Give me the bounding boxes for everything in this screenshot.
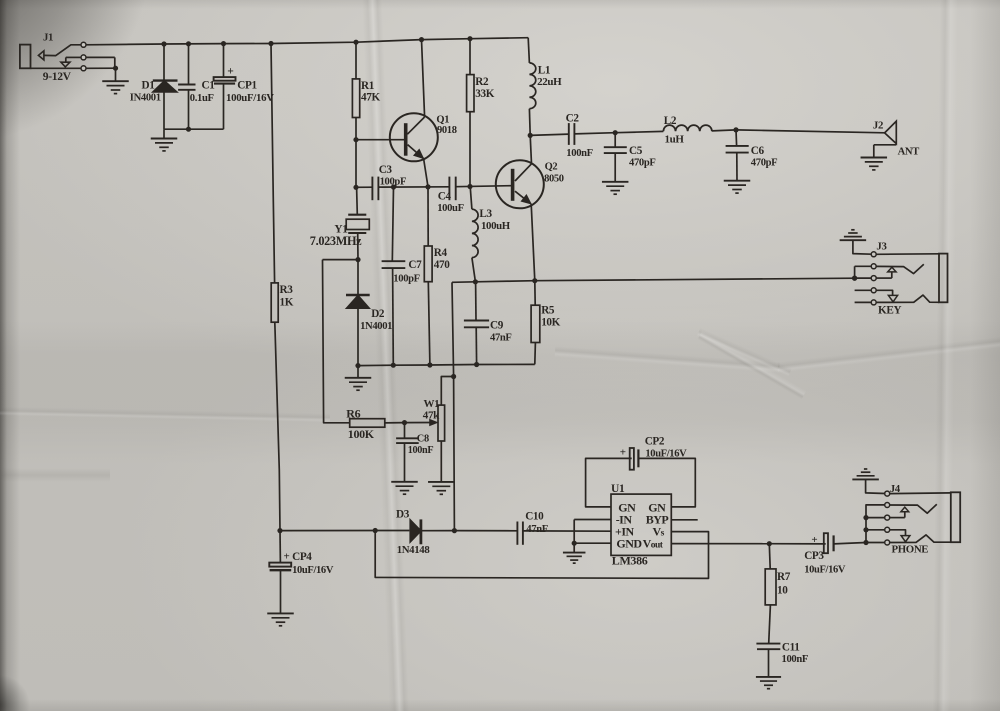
svg-text:J4: J4	[890, 483, 901, 495]
svg-text:GN: GN	[648, 500, 666, 514]
svg-text:Q1: Q1	[436, 114, 449, 125]
svg-text:L2: L2	[664, 115, 677, 127]
svg-text:C7: C7	[408, 259, 422, 271]
svg-text:47nF: 47nF	[490, 333, 512, 344]
svg-text:R4: R4	[434, 247, 448, 259]
svg-text:+: +	[284, 551, 290, 563]
svg-text:R2: R2	[475, 76, 489, 88]
svg-text:R3: R3	[280, 284, 294, 296]
svg-text:100uH: 100uH	[481, 220, 511, 232]
svg-text:100pF: 100pF	[380, 177, 407, 188]
svg-text:0.1uF: 0.1uF	[190, 93, 214, 104]
svg-text:BYP: BYP	[646, 513, 669, 527]
svg-text:470pF: 470pF	[751, 158, 778, 169]
svg-text:R1: R1	[361, 80, 375, 92]
svg-text:C8: C8	[417, 434, 429, 445]
svg-text:470pF: 470pF	[629, 158, 656, 169]
svg-text:10: 10	[777, 584, 788, 596]
svg-text:C6: C6	[751, 145, 765, 157]
svg-text:33K: 33K	[475, 88, 494, 100]
svg-text:100uF: 100uF	[437, 203, 464, 214]
svg-text:10uF/16V: 10uF/16V	[292, 565, 334, 576]
svg-text:+: +	[620, 446, 626, 458]
svg-text:Vs: Vs	[653, 525, 665, 539]
svg-text:1N4148: 1N4148	[397, 544, 431, 556]
svg-text:9-12V: 9-12V	[43, 70, 72, 83]
svg-text:Q2: Q2	[545, 162, 558, 173]
svg-text:C4: C4	[438, 190, 452, 202]
svg-text:1N4001: 1N4001	[360, 321, 392, 332]
svg-text:10uF/16V: 10uF/16V	[804, 565, 846, 576]
svg-text:U1: U1	[611, 483, 625, 495]
svg-text:1uH: 1uH	[665, 133, 685, 145]
svg-text:+: +	[811, 534, 817, 546]
svg-text:CP3: CP3	[804, 550, 824, 562]
svg-text:ANT: ANT	[898, 147, 920, 158]
svg-text:9018: 9018	[437, 125, 457, 136]
svg-text:10K: 10K	[541, 317, 560, 329]
svg-text:C5: C5	[629, 145, 643, 157]
svg-text:R5: R5	[541, 305, 555, 317]
svg-text:GN: GN	[618, 500, 636, 514]
svg-text:R6: R6	[346, 407, 360, 421]
svg-text:+: +	[227, 65, 233, 77]
svg-text:C2: C2	[566, 112, 580, 124]
svg-text:Y1: Y1	[334, 224, 348, 236]
svg-text:+IN: +IN	[615, 525, 635, 539]
svg-text:-IN: -IN	[616, 513, 633, 527]
svg-text:D1: D1	[142, 80, 156, 92]
svg-text:47K: 47K	[361, 92, 380, 104]
svg-text:CP4: CP4	[292, 551, 312, 563]
svg-text:C10: C10	[525, 510, 544, 522]
svg-text:D3: D3	[396, 509, 410, 521]
svg-text:J2: J2	[873, 120, 883, 132]
svg-text:J3: J3	[876, 241, 887, 253]
svg-text:J1: J1	[43, 32, 53, 44]
svg-text:KEY: KEY	[878, 304, 901, 316]
svg-text:D2: D2	[371, 308, 385, 320]
svg-text:CP1: CP1	[237, 80, 257, 92]
svg-text:IN4001: IN4001	[130, 92, 161, 103]
svg-text:100nF: 100nF	[566, 148, 593, 159]
svg-text:L1: L1	[538, 64, 551, 76]
svg-text:47k: 47k	[423, 409, 440, 421]
svg-text:LM386: LM386	[612, 553, 648, 567]
svg-text:100uF/16V: 100uF/16V	[226, 92, 274, 104]
svg-text:22uH: 22uH	[537, 76, 562, 88]
svg-text:C11: C11	[782, 641, 800, 653]
svg-text:10uF/16V: 10uF/16V	[645, 449, 687, 460]
svg-text:C3: C3	[379, 164, 393, 176]
svg-text:100nF: 100nF	[782, 654, 809, 665]
svg-text:100K: 100K	[348, 427, 375, 441]
svg-text:47nF: 47nF	[526, 524, 548, 535]
svg-text:7.023MHz: 7.023MHz	[310, 234, 362, 248]
svg-text:PHONE: PHONE	[892, 544, 929, 556]
svg-text:GND: GND	[616, 537, 642, 551]
svg-text:R7: R7	[777, 571, 791, 583]
svg-text:C1: C1	[202, 80, 216, 92]
svg-text:100nF: 100nF	[408, 445, 434, 456]
svg-text:W1: W1	[424, 398, 440, 410]
svg-text:1K: 1K	[280, 296, 294, 308]
svg-text:C9: C9	[490, 320, 504, 332]
svg-text:8050: 8050	[544, 173, 564, 184]
svg-text:Vout: Vout	[643, 537, 664, 551]
svg-text:L3: L3	[479, 208, 492, 220]
svg-text:CP2: CP2	[645, 435, 665, 447]
svg-text:470: 470	[434, 259, 450, 271]
svg-text:100pF: 100pF	[393, 273, 420, 284]
